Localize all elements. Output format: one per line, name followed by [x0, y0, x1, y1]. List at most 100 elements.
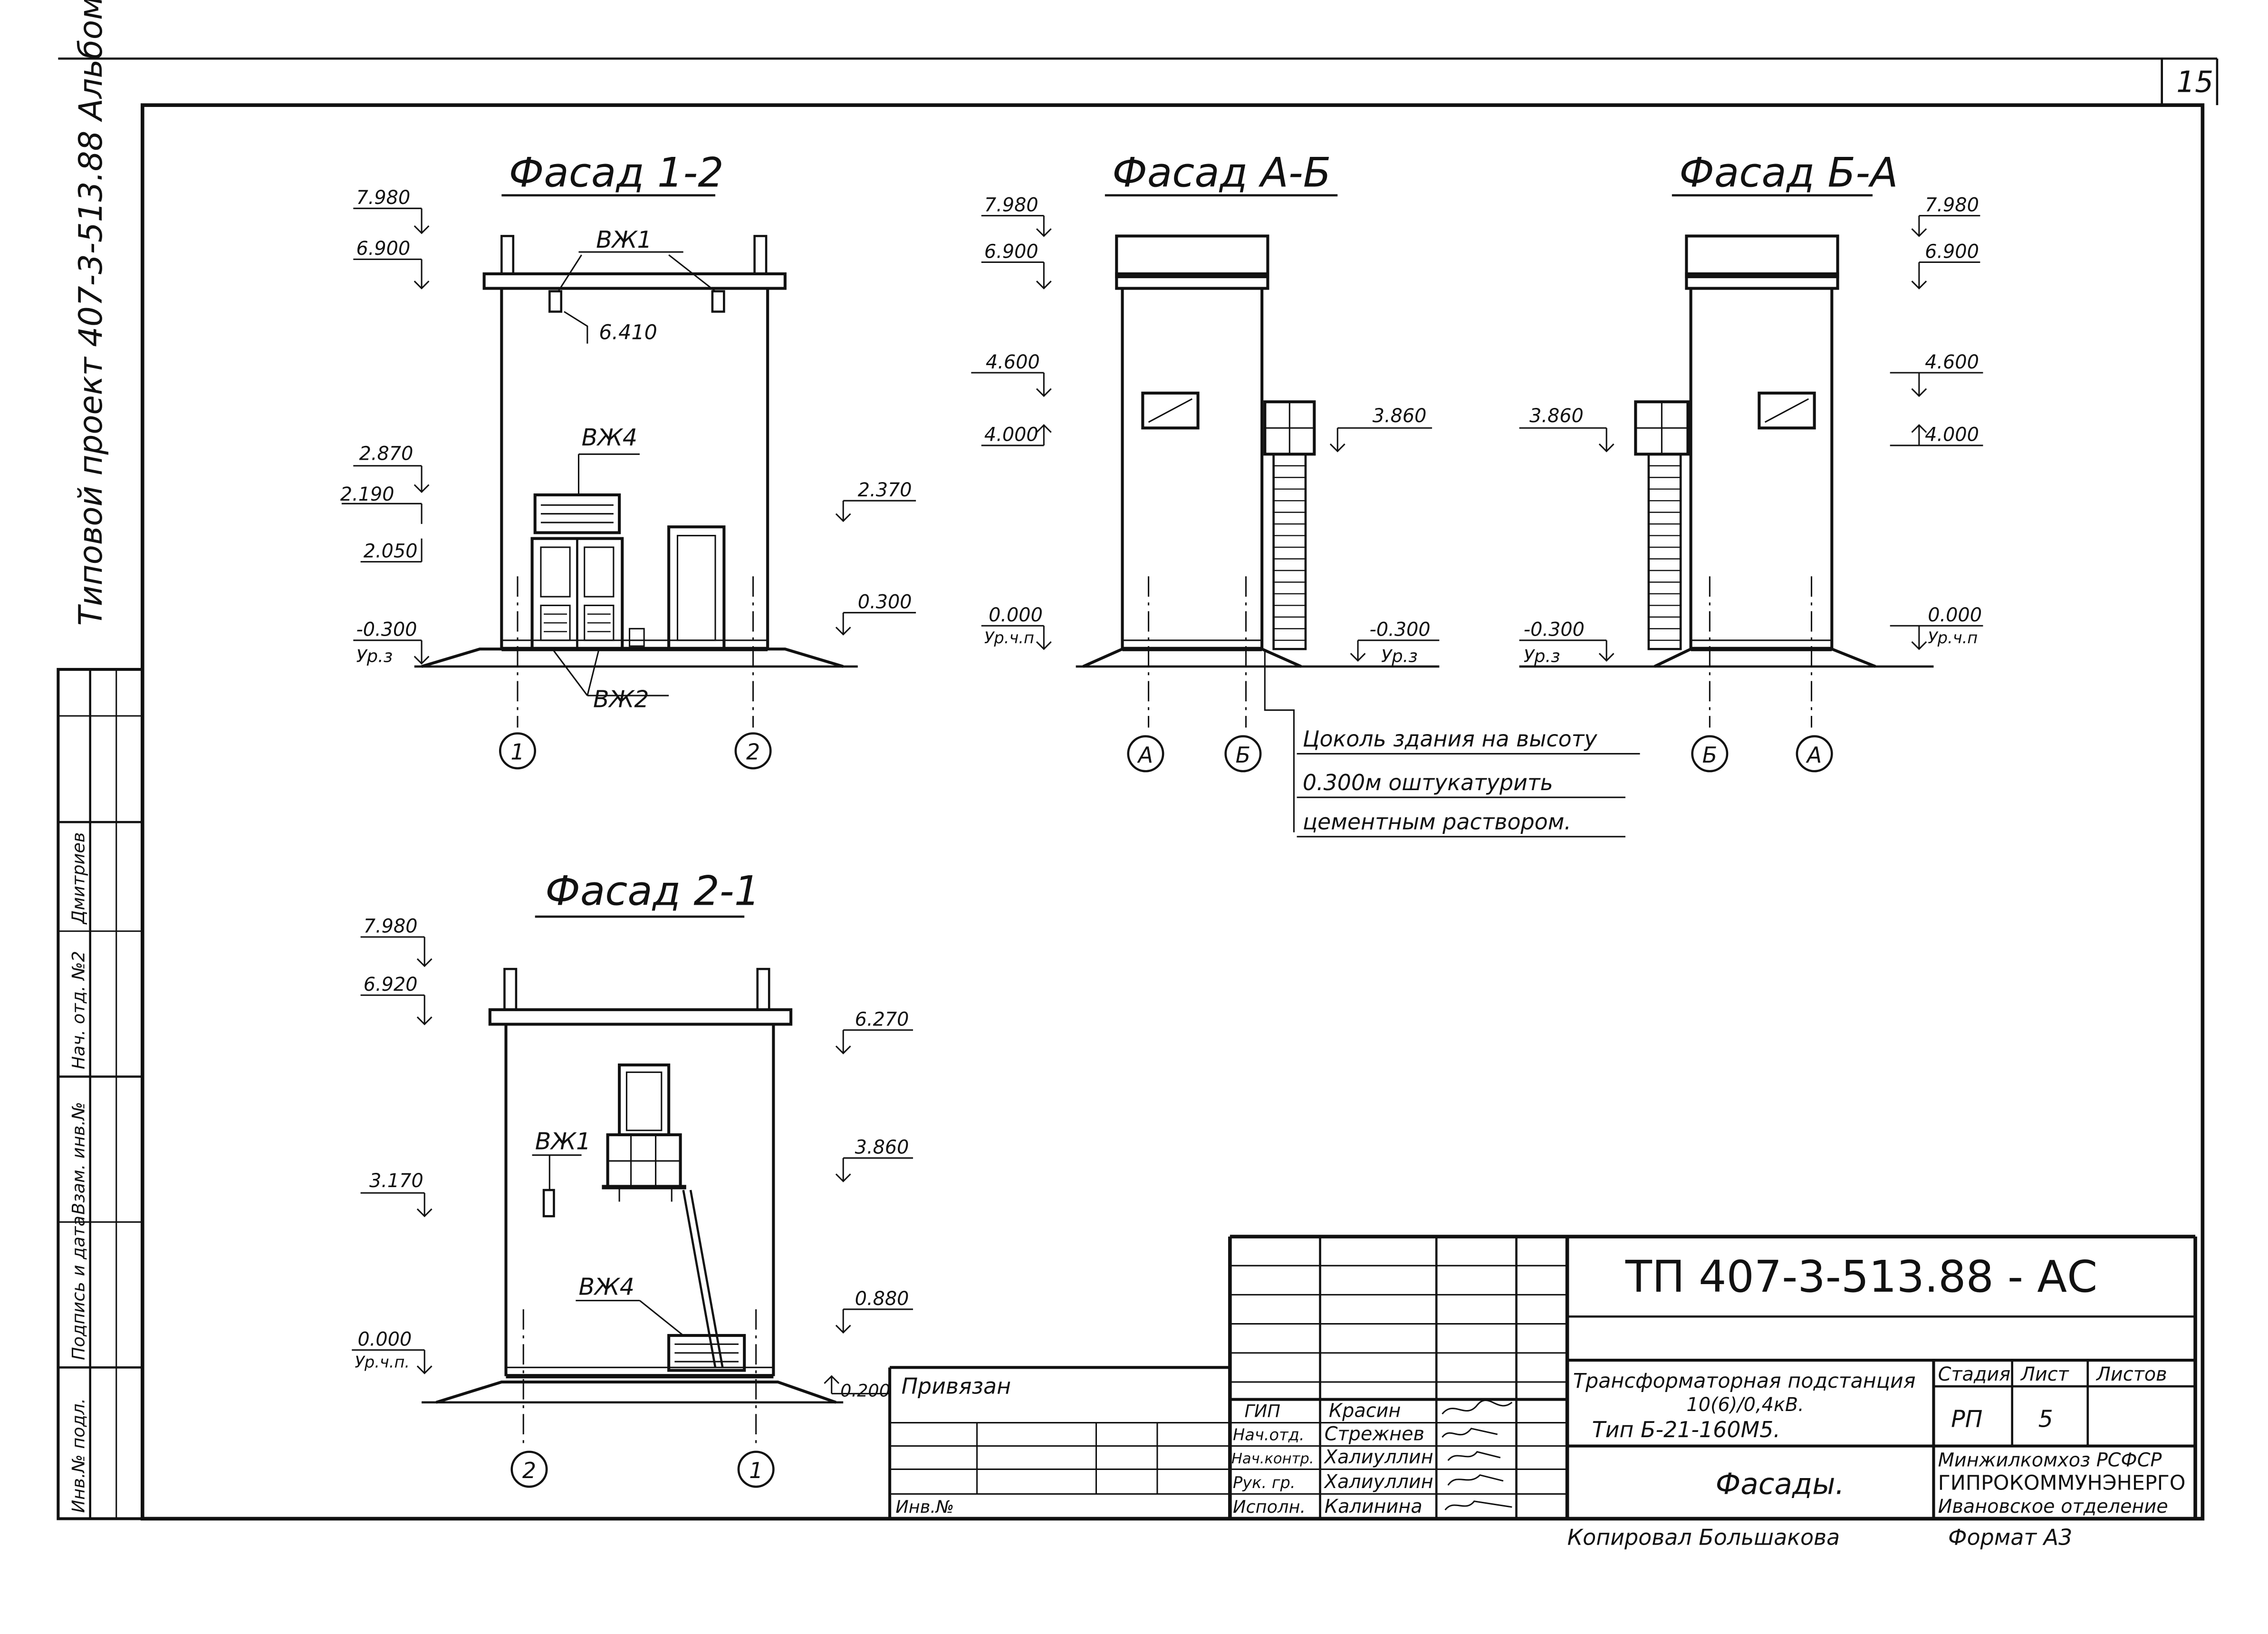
mark-6410: 6.410: [599, 321, 657, 345]
callout-vzh1: ВЖ1: [535, 1128, 591, 1155]
callout-vzh4: ВЖ4: [578, 1273, 634, 1300]
level-marks-left: 7.980 6.900 4.600 4.000 0.000 Ур.ч.п: [971, 194, 1052, 650]
sheet-value: 5: [2038, 1406, 2053, 1433]
level-marks-right: 6.270 3.860 0.880 0.200: [824, 1008, 913, 1401]
signature-scribble: [1444, 1500, 1512, 1511]
sheet-name: Фасады.: [1716, 1467, 1845, 1501]
plinth-note-line: цементным раствором.: [1303, 809, 1571, 835]
side-project-text: Типовой проект 407-3-513.88 Альбом I: [72, 0, 109, 626]
level-mark: 4.000: [1925, 424, 1979, 446]
level-mark: 4.600: [986, 351, 1040, 373]
level-mark: 0.200: [840, 1381, 890, 1401]
project-name-line: Трансформаторная подстанция: [1573, 1369, 1916, 1393]
level-mark: 7.980: [984, 194, 1038, 216]
level-label: Ур.ч.п: [984, 628, 1034, 647]
axis-label: Б: [1236, 742, 1250, 768]
facade-2-1-title: Фасад 2-1: [545, 868, 760, 915]
level-marks-left: 7.980 6.920 3.170 0.000 Ур.ч.п.: [352, 916, 432, 1374]
plinth-note-line: 0.300м оштукатурить: [1303, 770, 1553, 795]
axis-label: Б: [1702, 742, 1717, 768]
copied-by: Копировал Большакова: [1567, 1525, 1840, 1550]
inv-label: Инв.№: [895, 1497, 954, 1517]
plinth-note-line: Цоколь здания на высоту: [1303, 726, 1598, 752]
stamp-podpis: Подпись и дата: [68, 1216, 88, 1360]
axis-label: 2: [522, 1458, 536, 1483]
level-marks-left: 3.860 -0.300 Ур.з: [1519, 405, 1615, 667]
facade-1-2-title: Фасад 1-2: [509, 149, 724, 196]
level-mark: 0.000: [358, 1328, 412, 1350]
level-mark: 6.900: [356, 238, 410, 260]
ground-label: Ур.з: [356, 646, 393, 667]
sig-role: ГИП: [1244, 1401, 1280, 1421]
organization-line: ГИПРОКОММУНЭНЕРГО: [1938, 1471, 2186, 1495]
signature-scribble: [1447, 1474, 1504, 1486]
sig-role: Нач.отд.: [1233, 1425, 1305, 1444]
stage-value: РП: [1951, 1406, 1982, 1433]
facade-1-2: Фасад 1-2 ВЖ1 6.410 ВЖ4: [340, 149, 916, 770]
sig-name: Халиуллин: [1324, 1446, 1433, 1468]
level-mark: 3.170: [369, 1170, 423, 1192]
level-mark: 4.000: [984, 424, 1038, 446]
bound-label: Привязан: [902, 1373, 1011, 1399]
level-mark: 3.860: [1529, 405, 1584, 427]
level-mark: 3.860: [1373, 405, 1427, 427]
level-mark: 4.600: [1925, 351, 1979, 373]
level-mark: 2.190: [340, 483, 394, 505]
level-marks-right: 3.860 -0.300 Ур.з: [1329, 405, 1440, 667]
stamp-inv-podl: Инв.№ подл.: [68, 1398, 88, 1513]
level-label: Ур.ч.п.: [355, 1353, 410, 1371]
level-mark: 0.000: [989, 604, 1043, 626]
level-mark: 7.980: [364, 916, 418, 938]
level-mark: 6.900: [1925, 241, 1979, 262]
ground-label: Ур.з: [1524, 646, 1560, 667]
stage-header: Стадия: [1938, 1363, 2011, 1385]
callout-vzh2: ВЖ2: [593, 686, 649, 713]
level-marks-right: 7.980 6.900 4.600 4.000 0.000 Ур.ч.п: [1890, 194, 1983, 650]
axis-label: 1: [749, 1458, 763, 1483]
facade-a-b-title: Фасад А-Б: [1112, 149, 1331, 196]
sig-role: Нач.контр.: [1231, 1450, 1314, 1467]
project-name-line: Тип Б-21-160М5.: [1592, 1417, 1780, 1442]
sheet-number: 15: [2176, 66, 2213, 99]
level-marks-right: 2.370 0.300: [835, 479, 916, 636]
organization-line: Минжилкомхоз РСФСР: [1938, 1449, 2162, 1471]
title-block: Привязан Инв.№ ГИП Красин Нач.отд. Стреж…: [888, 1235, 2197, 1550]
level-mark: 3.860: [855, 1137, 909, 1159]
level-mark: 2.370: [858, 479, 912, 501]
axis-label: А: [1806, 742, 1822, 768]
level-mark: 0.300: [858, 591, 912, 613]
sheet-header: Лист: [2020, 1363, 2070, 1385]
ground-label: Ур.з: [1381, 646, 1418, 667]
level-marks-left: 7.980 6.900 2.870 2.190 2.050 -0.300 Ур.…: [340, 187, 430, 667]
level-label: Ур.ч.п: [1928, 628, 1978, 647]
signature-scribble: [1442, 1428, 1498, 1438]
level-mark: 0.000: [1928, 604, 1982, 626]
organization-line: Ивановское отделение: [1938, 1496, 2168, 1518]
axis-label: 2: [746, 739, 760, 765]
left-stamp: Инв.№ подл. Подпись и дата Взам. инв.№ Н…: [57, 667, 144, 1520]
facade-a-b: Фасад А-Б: [971, 149, 1440, 832]
sig-name: Красин: [1329, 1400, 1401, 1421]
callout-vzh1: ВЖ1: [596, 226, 652, 253]
level-mark: 0.880: [855, 1288, 909, 1310]
axis-label: 1: [510, 739, 524, 765]
document-code: ТП 407-3-513.88 - АС: [1625, 1251, 2097, 1302]
axis-label: А: [1137, 742, 1153, 768]
format-label: Формат А3: [1948, 1525, 2072, 1550]
sig-name: Калинина: [1325, 1496, 1422, 1518]
sig-name: Стрежнев: [1325, 1423, 1424, 1445]
stamp-dmitriev: Дмитриев: [68, 832, 88, 925]
level-mark: 6.270: [855, 1008, 909, 1030]
facade-b-a: Фасад Б-А Б А: [1519, 149, 1983, 773]
sig-role: Рук. гр.: [1233, 1473, 1296, 1492]
stamp-vzam: Взам. инв.№: [68, 1102, 88, 1215]
level-mark: 2.050: [364, 540, 418, 562]
level-mark: 7.980: [356, 187, 410, 209]
level-mark: 7.980: [1925, 194, 1979, 216]
signature-scribble: [1447, 1451, 1501, 1461]
project-name-line: 10(6)/0,4кВ.: [1686, 1394, 1804, 1416]
sig-role: Исполн.: [1233, 1497, 1306, 1517]
level-mark: 6.920: [364, 974, 418, 996]
level-mark: 6.900: [984, 241, 1038, 262]
